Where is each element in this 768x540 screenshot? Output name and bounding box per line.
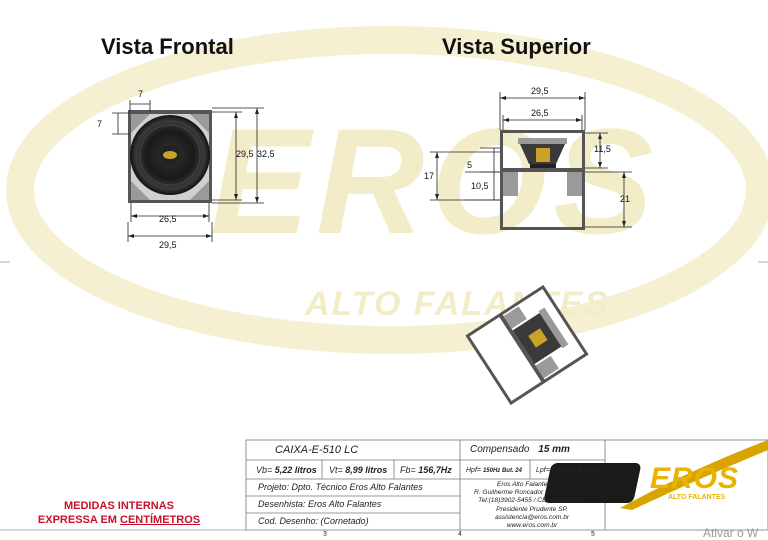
top-dim-26-5: 26,5 [531, 108, 549, 118]
activation-watermark: Ativar o W [703, 526, 759, 540]
company-line: Presidente Prudente SP. [496, 505, 568, 513]
vt-field: Vt= 8,99 litros [329, 465, 387, 475]
front-arrows [128, 108, 259, 238]
top-view-box [500, 130, 585, 230]
note-line-1: MEDIDAS INTERNAS [63, 500, 174, 512]
front-dim-7-left: 7 [97, 119, 103, 129]
note-line-2-underlined: CENTÍMETROS [120, 514, 201, 526]
company-line: Tel:(18)3902-5455 / CEP 19.043-030 [478, 497, 586, 505]
compensado-value: 15 mm [538, 444, 570, 455]
compensado: Compensado 15 mm [470, 444, 570, 455]
lpf-value: 1.200 Hz But. 24 [551, 468, 598, 474]
company-line: assistencia@eros.com.br [494, 513, 570, 521]
company-line: www.eros.com.br [506, 522, 558, 530]
vb-label: Vb= [256, 465, 273, 475]
front-dim-29-5-horizontal: 29,5 [159, 240, 177, 250]
desenhista-field: Desenhista: Eros Alto Falantes [258, 499, 382, 509]
top-dimension-lines [430, 92, 632, 228]
front-dim-32-5: 32,5 [257, 149, 275, 159]
fb-field: Fb= 156,7Hz [400, 465, 452, 475]
vb-value: 5,22 litros [274, 465, 317, 475]
isometric-view [465, 284, 589, 406]
top-dim-29-5: 29,5 [531, 86, 549, 96]
front-dimension-lines [112, 100, 264, 242]
front-view-box [128, 110, 212, 203]
front-dim-7-top: 7 [138, 89, 144, 99]
hpf-value: 150Hz But. 24 [482, 468, 522, 474]
hpf-label: Hpf= [466, 467, 481, 474]
ruler-mark-3: 3 [323, 531, 327, 538]
vt-value: 8,99 litros [345, 465, 388, 475]
cod-desenho-field: Cod. Desenho: (Cornetado) [258, 516, 369, 526]
top-dim-5: 5 [467, 160, 473, 170]
projeto-field: Projeto: Dpto. Técnico Eros Alto Falante… [258, 482, 423, 492]
top-dim-10-5: 10,5 [471, 181, 489, 191]
fb-label: Fb= [400, 465, 416, 475]
bottom-ruler [0, 261, 768, 534]
top-dim-21: 21 [620, 194, 631, 204]
compensado-label: Compensado [470, 444, 530, 455]
vt-label: Vt= [329, 465, 343, 475]
lpf-field: Lpf= 1.200 Hz But. 24 [536, 467, 597, 474]
ruler-mark-5: 5 [591, 531, 595, 538]
eros-logo-shape [544, 440, 768, 510]
lpf-label: Lpf= [536, 467, 550, 474]
hpf-field: Hpf= 150Hz But. 24 [466, 467, 522, 474]
fb-value: 156,7Hz [418, 465, 452, 475]
front-dim-29-5-vertical: 29,5 [236, 149, 254, 159]
note-line-2-prefix: EXPRESSA EM [37, 514, 121, 526]
model-name: CAIXA-E-510 LC [275, 444, 359, 456]
company-info: Eros Alto Falantes Ltda. R. Guilherme Ro… [459, 481, 605, 530]
top-dim-11-5: 11,5 [594, 144, 611, 154]
ruler-mark-4: 4 [458, 531, 462, 538]
note-line-2: EXPRESSA EM CENTÍMETROS [4, 513, 234, 527]
company-line: Eros Alto Falantes Ltda. [496, 481, 568, 488]
vb-field: Vb= 5,22 litros [256, 465, 317, 475]
company-line: R. Guilherme Roncador nº100 Dist. Ind. [473, 489, 591, 497]
measurement-note: MEDIDAS INTERNAS EXPRESSA EM CENTÍMETROS [4, 499, 234, 527]
top-dim-17: 17 [424, 171, 435, 181]
front-dim-26-5: 26,5 [159, 214, 177, 224]
eros-logo-text: EROS [650, 462, 740, 495]
top-arrows [435, 96, 626, 227]
top-view-title: Vista Superior [442, 34, 591, 59]
eros-logo-subtitle: ALTO FALANTES [668, 494, 726, 501]
front-view-title: Vista Frontal [101, 34, 234, 59]
